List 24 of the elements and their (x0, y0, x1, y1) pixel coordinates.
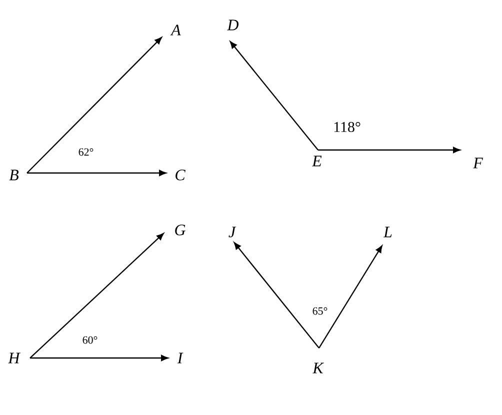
point-label: F (473, 158, 483, 168)
angle-label: 60° (82, 336, 98, 344)
ray-arrow (30, 233, 164, 358)
point-label: K (312, 362, 324, 374)
point-label: D (227, 20, 239, 30)
ray-arrow (27, 170, 166, 176)
angle-label: 62° (78, 148, 94, 156)
point-label: G (175, 224, 186, 236)
ray-arrow (230, 41, 318, 150)
point-label: H (8, 352, 20, 364)
ray-arrow (318, 245, 382, 348)
angle-label: 118° (334, 122, 360, 132)
point-label: J (228, 226, 236, 238)
ray-arrow (30, 354, 168, 362)
angle-label: 65° (312, 307, 328, 315)
point-label: L (383, 226, 392, 238)
ray-arrow (318, 146, 460, 154)
ray-arrow (234, 242, 320, 348)
point-label: B (9, 170, 19, 180)
ray-arrow (26, 37, 162, 174)
point-label: A (170, 24, 181, 36)
point-label: C (176, 170, 186, 180)
point-label: I (177, 352, 184, 364)
point-label: E (312, 156, 322, 166)
